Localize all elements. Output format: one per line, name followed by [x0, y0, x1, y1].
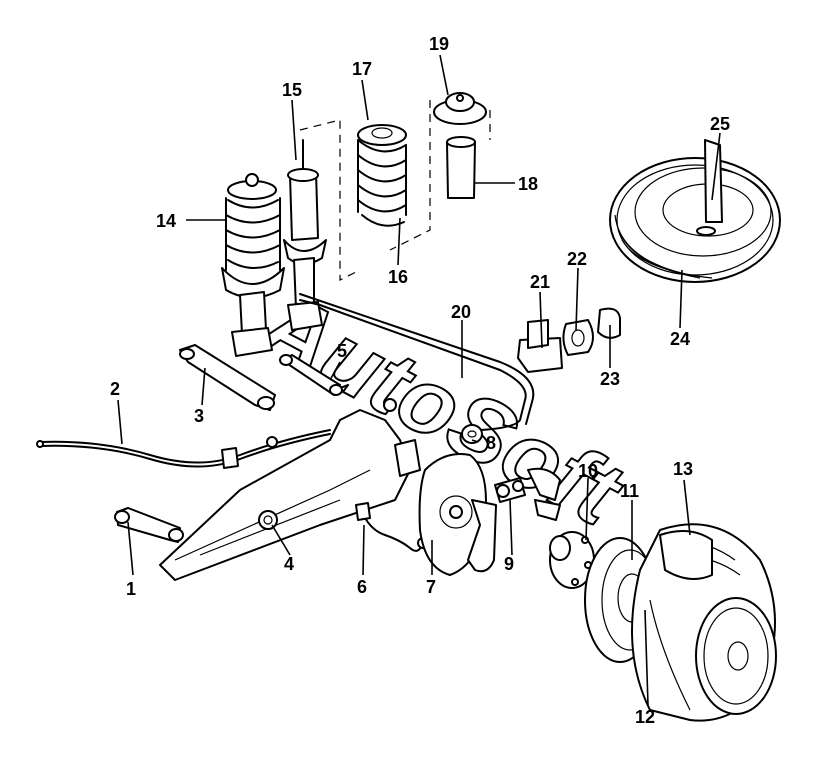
- callout-21: 21: [530, 272, 551, 292]
- callout-11: 11: [620, 481, 640, 501]
- callout-3: 3: [194, 406, 205, 426]
- part-shock-absorber: [283, 139, 327, 331]
- callout-5: 5: [337, 341, 348, 361]
- part-brake-backing-plate: [418, 453, 497, 576]
- callout-9: 9: [504, 554, 515, 574]
- part-upper-link: [279, 354, 343, 396]
- callout-23: 23: [600, 369, 621, 389]
- callout-18: 18: [518, 174, 539, 194]
- callout-16: 16: [388, 267, 409, 287]
- callout-1: 1: [126, 579, 137, 599]
- part-wheel-cylinder: [494, 477, 526, 503]
- callout-6: 6: [357, 577, 368, 597]
- callout-2: 2: [110, 379, 121, 399]
- callout-24: 24: [670, 329, 691, 349]
- part-strut-assembly: [221, 173, 285, 357]
- part-trailing-arm: [159, 409, 421, 581]
- leader-lines: [117, 54, 721, 706]
- callout-22: 22: [567, 249, 588, 269]
- callout-20: 20: [451, 302, 472, 322]
- callout-19: 19: [429, 34, 450, 54]
- part-coil-spring: [357, 124, 407, 227]
- callout-13: 13: [673, 459, 694, 479]
- callout-4: 4: [284, 554, 295, 574]
- callout-10: 10: [578, 461, 599, 481]
- callout-17: 17: [352, 59, 373, 79]
- part-lower-link: [114, 507, 184, 543]
- part-bushing: [383, 398, 483, 444]
- callout-15: 15: [282, 80, 303, 100]
- part-stabilizer-brackets: [517, 307, 621, 373]
- part-brake-shoes: [527, 467, 561, 521]
- part-wheel-hub: [549, 531, 595, 589]
- callout-8: 8: [486, 433, 497, 453]
- part-bump-stop: [446, 136, 476, 199]
- part-abs-cable: [36, 429, 331, 469]
- part-wheel-speed-sensor: [355, 502, 429, 552]
- part-upper-mount: [433, 92, 487, 125]
- part-trailing-link: [179, 344, 276, 411]
- callout-25: 25: [710, 114, 731, 134]
- callout-12: 12: [635, 707, 656, 727]
- part-spare-tyre: [609, 139, 781, 283]
- part-road-wheel: [631, 523, 777, 722]
- part-stabilizer-bar: [299, 299, 527, 431]
- callout-14: 14: [156, 211, 177, 231]
- callout-7: 7: [426, 577, 437, 597]
